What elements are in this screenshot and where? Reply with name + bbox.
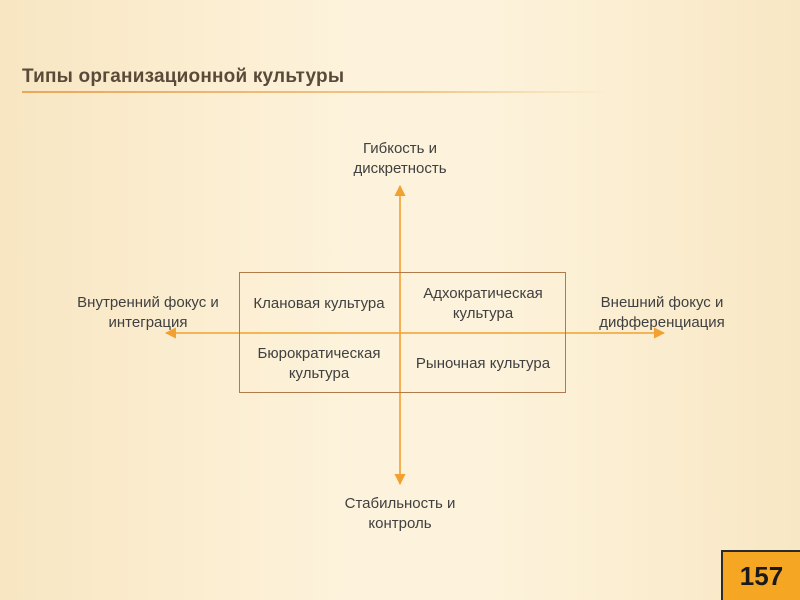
page-title: Типы организационной культуры <box>22 66 345 87</box>
axis-label-left: Внутренний фокус и интеграция <box>77 294 219 331</box>
axis-label-right: Внешний фокус и дифференциация <box>599 294 725 331</box>
axis-label-top: Гибкость и дискретность <box>353 140 447 177</box>
title-underline <box>22 91 610 93</box>
quadrant-market: Рыночная культура <box>415 355 551 372</box>
quadrant-clan: Клановая культура <box>253 295 385 312</box>
quadrant-hierarchy: Бюрократическая культура <box>257 345 381 382</box>
page-number-badge: 157 <box>721 550 800 600</box>
axis-label-bottom: Стабильность и контроль <box>344 495 456 532</box>
quadrant-grid <box>239 272 566 393</box>
quadrant-adhocracy: Адхократическая культура <box>423 285 543 322</box>
